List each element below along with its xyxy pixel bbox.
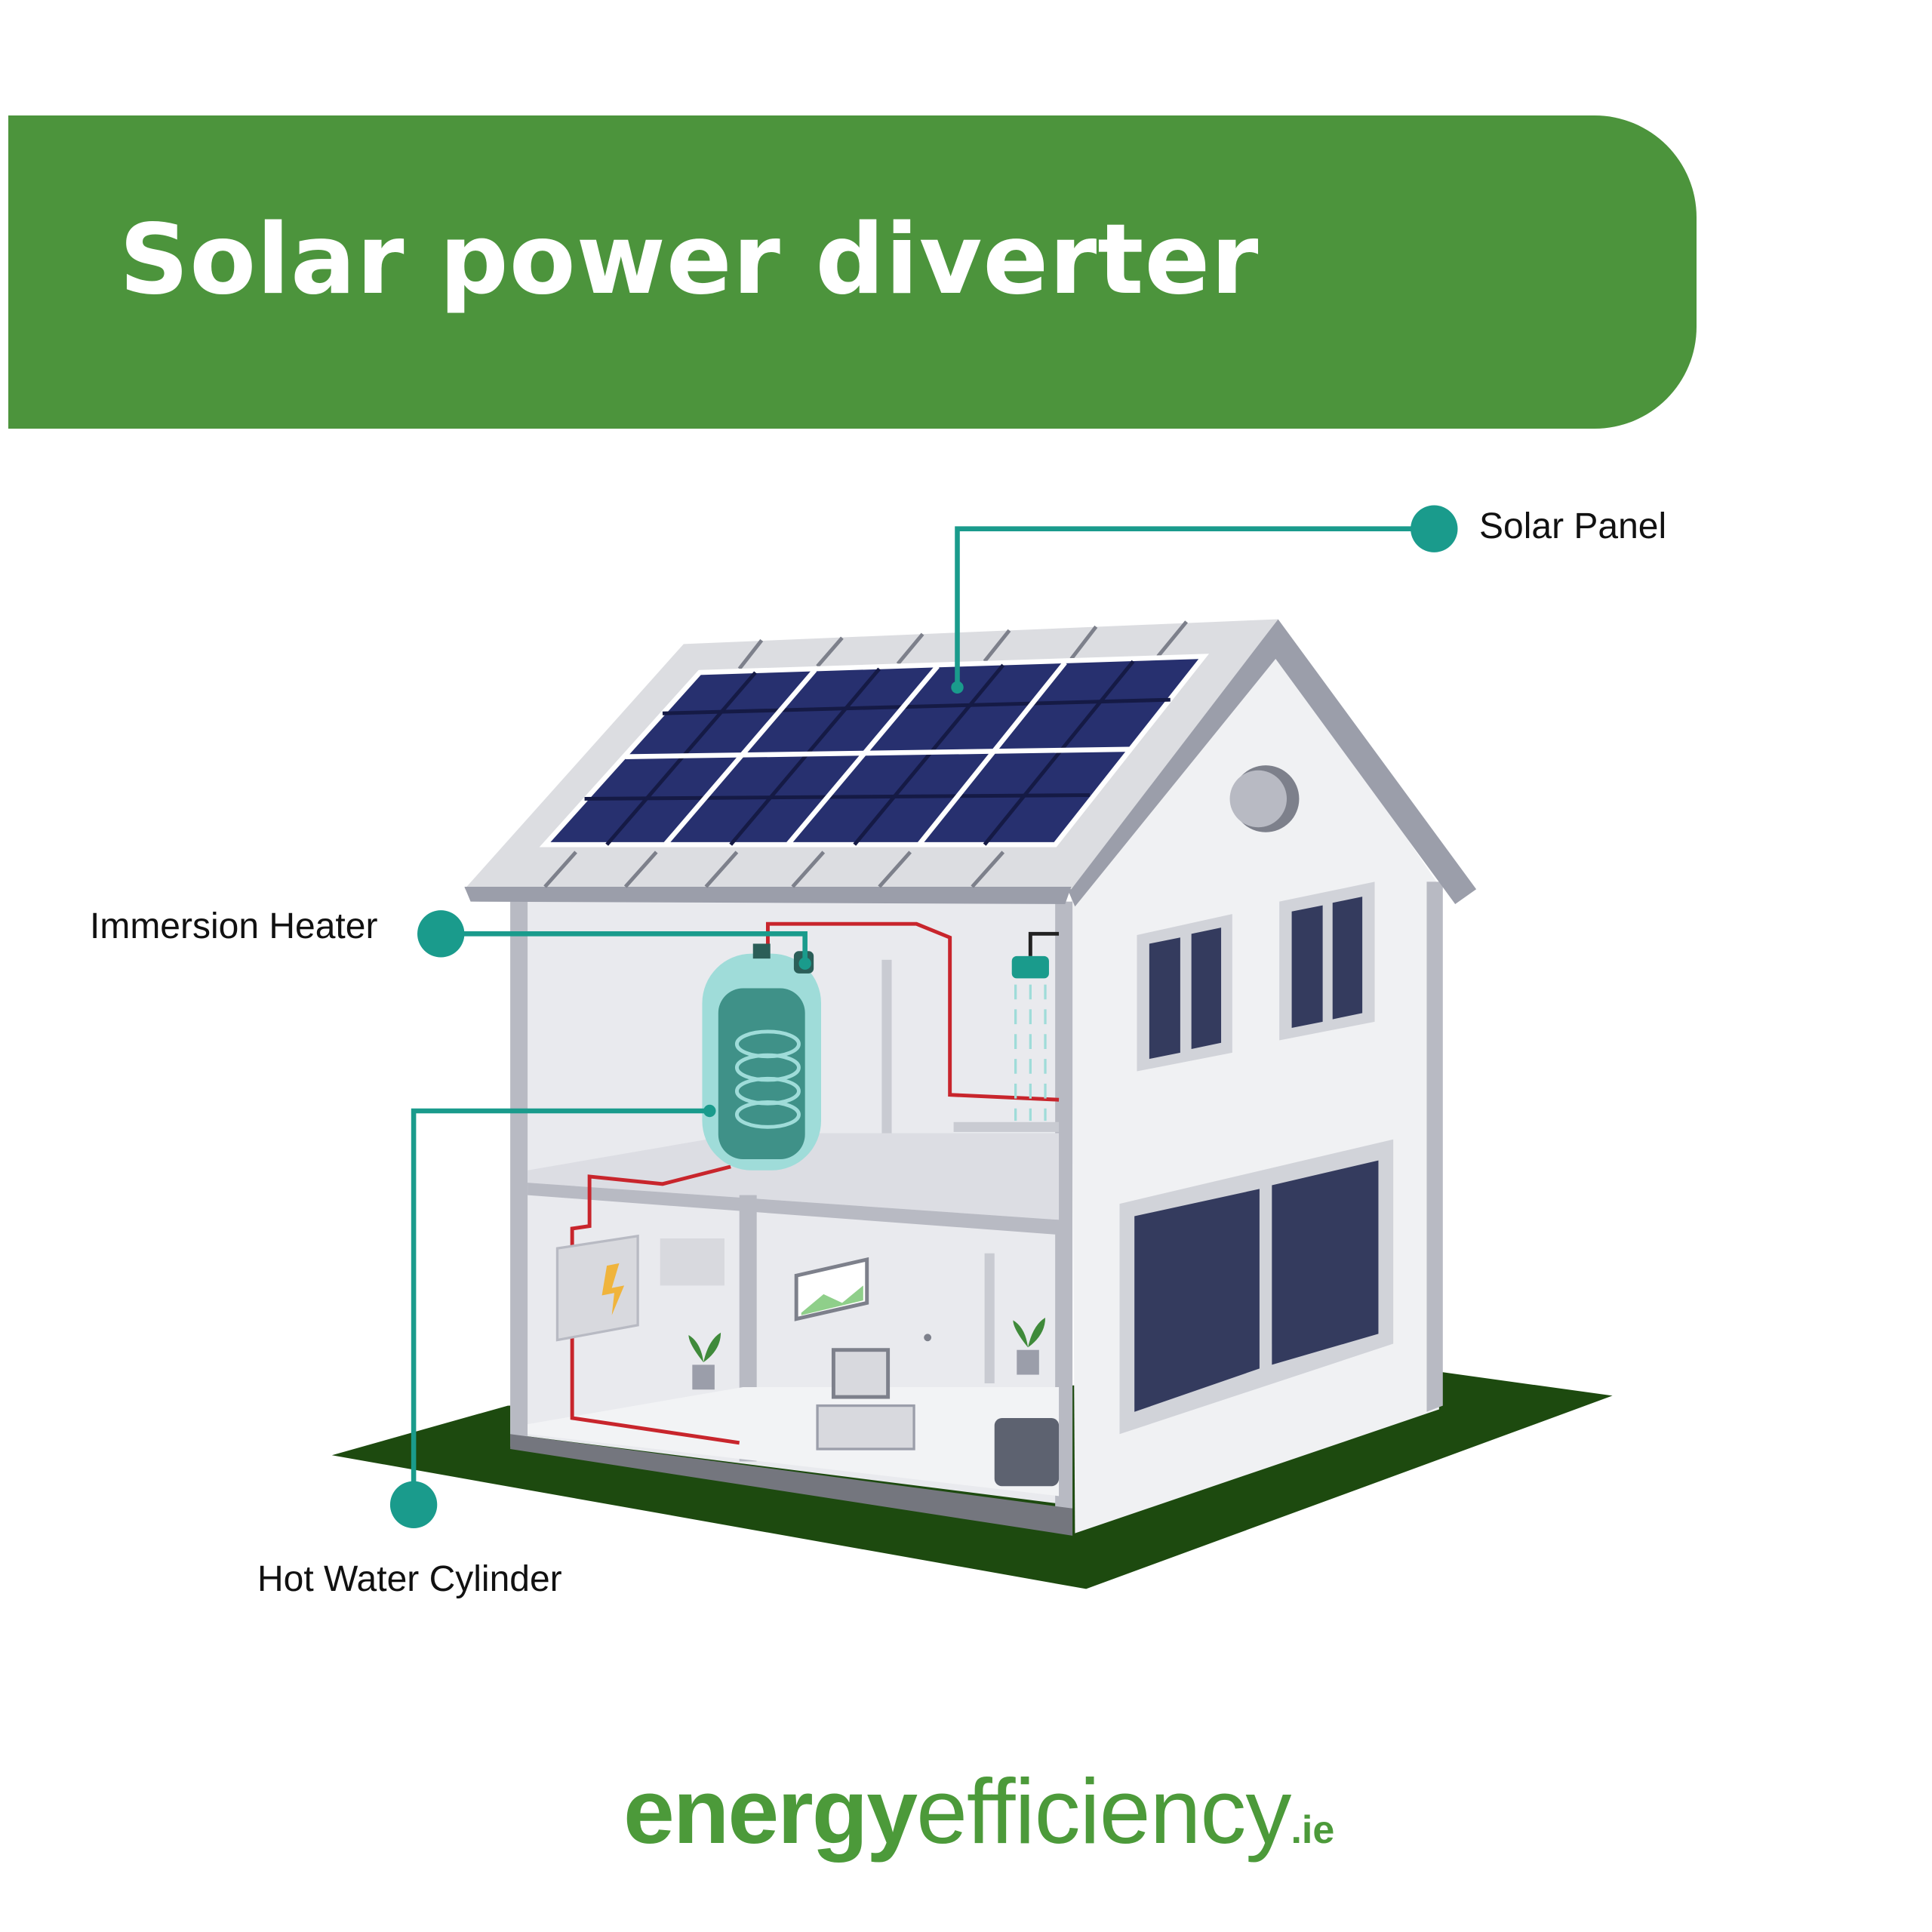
title-banner <box>8 115 1697 429</box>
lightning-icon <box>601 1263 625 1315</box>
label-solar-panel: Solar Panel <box>1479 506 1667 546</box>
logo-light: efficiency <box>916 1760 1291 1863</box>
callout-dot-solar-panel <box>1411 505 1458 552</box>
shower-head <box>1011 955 1049 979</box>
callout-immersion-heater <box>441 931 808 964</box>
label-immersion-heater: Immersion Heater <box>90 906 378 946</box>
callout-dot-hot-water-cylinder <box>389 1481 438 1529</box>
plant-icon <box>688 1332 721 1390</box>
sofa <box>994 1417 1060 1487</box>
fuse-box <box>555 1234 639 1342</box>
logo-tld: .ie <box>1291 1808 1335 1852</box>
page-title: Solar power diverter <box>119 204 1260 316</box>
tv <box>831 1348 891 1399</box>
pipe-red <box>765 921 1060 1102</box>
plant-icon <box>1013 1318 1046 1375</box>
logo-bold: energy <box>623 1760 918 1863</box>
callout-hot-water-cylinder <box>411 1108 710 1505</box>
brand-logo: energyefficiency.ie <box>623 1758 1334 1864</box>
upper-floor <box>528 1133 1060 1220</box>
callout-solar-panel <box>955 526 1435 688</box>
label-hot-water-cylinder: Hot Water Cylinder <box>257 1559 562 1599</box>
callout-dot-immersion-heater <box>417 910 465 958</box>
